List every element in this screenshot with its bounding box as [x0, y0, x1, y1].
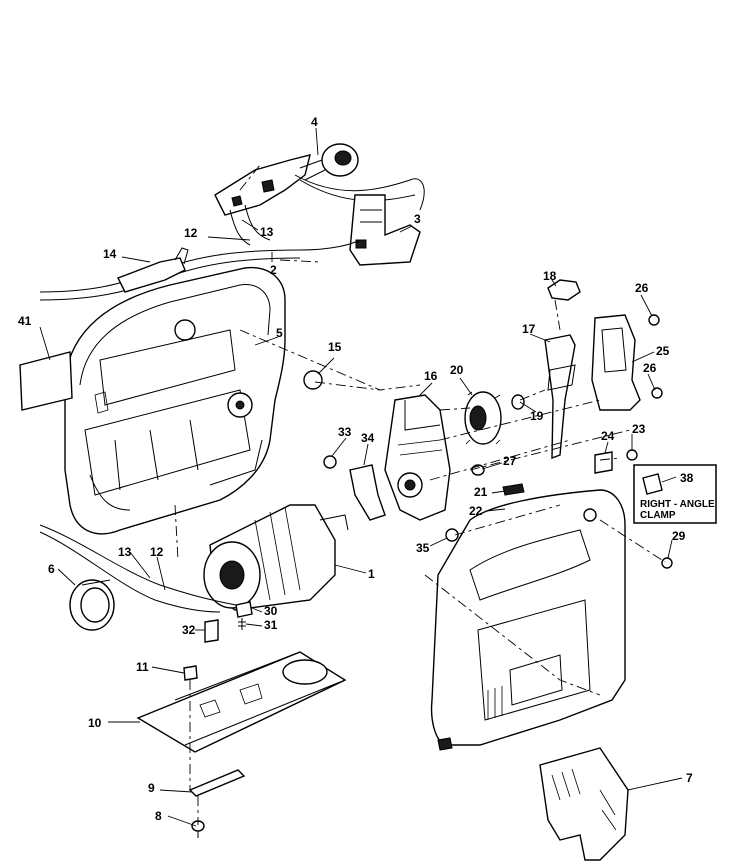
cord-and-leads: [39, 239, 361, 301]
switch-clip: [323, 455, 386, 521]
callout-30: 30: [264, 604, 278, 618]
callout-17: 17: [522, 322, 536, 336]
callout-9: 9: [148, 781, 155, 795]
callout-29: 29: [672, 529, 686, 543]
gear-icon: [227, 392, 253, 418]
callout-24: 24: [601, 429, 615, 443]
housing-right: [430, 489, 626, 751]
callout-15: 15: [328, 340, 342, 354]
callout-14: 14: [103, 247, 117, 261]
bushing: [511, 394, 525, 410]
switch-assembly: [214, 143, 425, 246]
gear-housing: [384, 394, 451, 521]
callout-27: 27: [503, 454, 517, 468]
plunger: [544, 334, 576, 460]
callout-18: 18: [543, 269, 557, 283]
callout-35: 35: [416, 541, 430, 555]
clamp-plate: [188, 769, 246, 838]
callout-34: 34: [361, 431, 375, 445]
callout-26: 26: [635, 281, 649, 295]
callout-8: 8: [155, 809, 162, 823]
callout-5: 5: [276, 326, 283, 340]
callout-13: 13: [260, 225, 274, 239]
callout-6: 6: [48, 562, 55, 576]
drive-gear-icon: [464, 391, 502, 445]
callout-25: 25: [656, 344, 670, 358]
cover-plate: [539, 747, 629, 861]
callout-19: 19: [530, 409, 544, 423]
clamp-icon: [642, 473, 663, 495]
clamp-box-line2: CLAMP: [640, 510, 676, 521]
callout-16: 16: [424, 369, 438, 383]
callout-21: 21: [474, 485, 488, 499]
callout-1: 1: [368, 567, 375, 581]
callout-12: 12: [184, 226, 198, 240]
callout-32: 32: [182, 623, 196, 637]
housing-left: [64, 266, 286, 535]
nut-icon: [547, 279, 581, 301]
guide-plate: [591, 314, 641, 411]
callout-26: 26: [643, 361, 657, 375]
callout-12: 12: [150, 545, 164, 559]
callout-22: 22: [469, 504, 483, 518]
bracket-part: [349, 194, 421, 266]
callout-7: 7: [686, 771, 693, 785]
bearing: [303, 370, 323, 390]
clamp-box: [633, 464, 717, 524]
callout-33: 33: [338, 425, 352, 439]
callout-labels: 4 3 12 13 2 14 41 5 15 16 20 18 19 17 26…: [18, 115, 715, 823]
fan-cap: [69, 579, 115, 631]
leader-lines: [39, 127, 683, 827]
shoe-assembly: [136, 651, 347, 753]
brush-parts: [204, 601, 253, 643]
callout-13: 13: [118, 545, 132, 559]
clamp-box-line1: RIGHT - ANGLE: [640, 499, 715, 510]
callout-3: 3: [414, 212, 421, 226]
motor-icon: [203, 504, 349, 611]
callout-4: 4: [311, 115, 318, 129]
callout-2: 2: [270, 263, 277, 277]
label-plate: [19, 351, 73, 411]
callout-10: 10: [88, 716, 102, 730]
alignment-lines: [174, 164, 666, 825]
callout-11: 11: [136, 660, 149, 674]
callout-31: 31: [264, 618, 278, 632]
callout-38: 38: [680, 471, 694, 485]
callout-41: 41: [18, 314, 32, 328]
speed-dial-icon: [299, 143, 359, 181]
callout-20: 20: [450, 363, 464, 377]
motor-leads: [39, 524, 237, 613]
callout-23: 23: [632, 422, 646, 436]
